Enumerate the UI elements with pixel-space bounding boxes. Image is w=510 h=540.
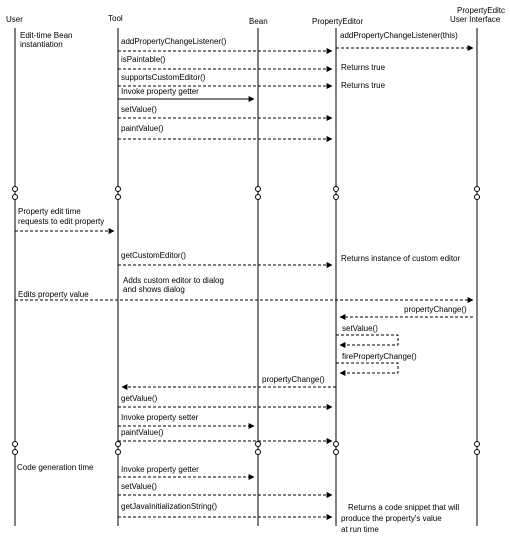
timeline-break-top [12,186,480,200]
note-edit-time-line-2: instantiation [20,40,63,49]
note-adds-custom-editor-line-2: and shows dialog [123,285,185,294]
note-returns-true-1: Returns true [341,63,386,72]
message-get-value-label: getValue() [121,394,158,403]
message-is-paintable-label: isPaintable() [121,55,166,64]
note-adds-custom-editor-line-1: Adds custom editor to dialog [123,276,224,285]
timeline-break-bottom [12,441,480,455]
message-invoke-getter-label: Invoke property getter [121,87,199,96]
note-returns-snippet-line-1: Returns a code snippet that will [348,503,459,512]
participant-tool-title: Tool [108,14,123,23]
message-self-set-value-label: setValue() [342,324,378,333]
message-get-custom-editor-label: getCustomEditor() [121,251,186,260]
message-get-java-init-string-label: getJavaInitializationString() [121,502,217,511]
message-add-listener-this-label: addPropertyChangeListener(this) [340,31,458,40]
note-returns-instance: Returns instance of custom editor [341,254,461,263]
message-invoke-setter-label: Invoke property setter [121,413,199,422]
message-self-set-value-arrow [336,334,399,348]
message-property-change-tool-label: propertyChange() [262,375,325,384]
message-edit-request-label-line-1: Property edit time [18,207,81,216]
participant-user-title: User [6,15,23,24]
message-fire-property-change-label: firePropertyChange() [342,352,417,361]
message-add-listener-label: addPropertyChangeListener() [121,37,227,46]
note-returns-true-2: Returns true [341,81,386,90]
message-edit-request-label-line-2: requests to edit property [18,217,104,226]
message-property-change-ui-label: propertyChange() [404,305,467,314]
note-returns-snippet-line-3: at run time [341,525,379,534]
participant-editor-title: PropertyEditor [312,17,363,26]
message-fire-property-change-arrow [336,362,399,376]
message-set-value-label: setValue() [121,105,157,114]
participant-ui-title-line-1: PropertyEditc [457,6,505,15]
note-returns-snippet-line-2: produce the property's value [341,514,442,523]
message-paint-value-2-label: paintValue() [121,428,164,437]
message-paint-value-label: paintValue() [121,124,164,133]
note-edit-time-line-1: Edit-time Bean [20,31,72,40]
note-code-generation: Code generation time [17,463,94,472]
message-edits-property-label: Edits property value [18,290,89,299]
participant-bean-title: Bean [249,17,268,26]
message-invoke-getter-2-label: Invoke property getter [121,465,199,474]
participant-ui-title-line-2: User Interface [450,15,501,24]
message-supports-custom-editor-label: supportsCustomEditor() [121,73,206,82]
message-set-value-2-label: setValue() [121,482,157,491]
